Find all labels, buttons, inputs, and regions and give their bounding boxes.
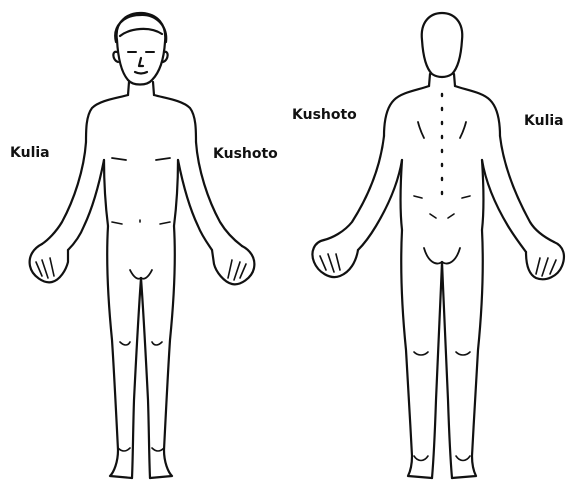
label-front-right-side: Kulia [10,146,50,160]
front-body-figure [0,0,290,483]
back-body-figure [290,0,569,483]
label-back-right-side: Kulia [524,114,564,128]
label-front-left-side: Kushoto [213,147,278,161]
label-back-left-side: Kushoto [292,108,357,122]
